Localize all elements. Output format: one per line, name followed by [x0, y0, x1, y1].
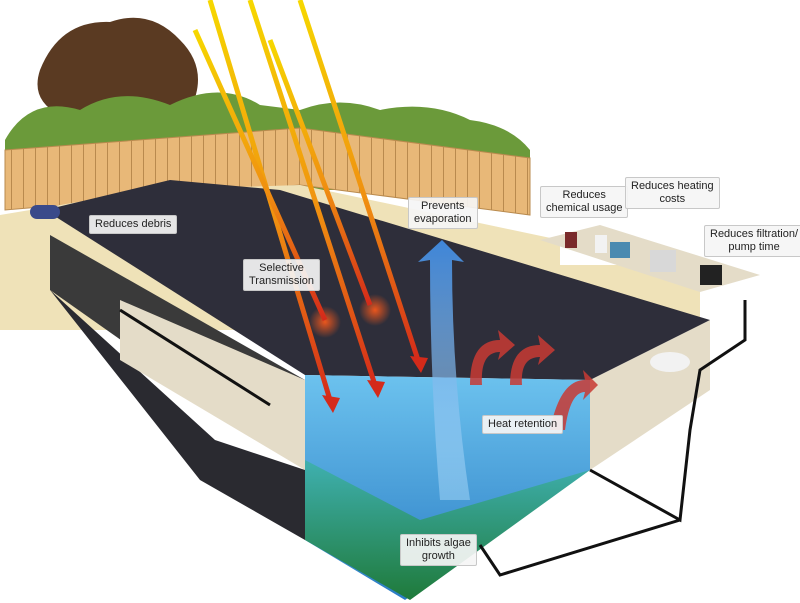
plumbing-pipe-left — [119, 308, 271, 407]
heat-glow — [309, 306, 341, 338]
label-selective-transmission: Selective Transmission — [243, 259, 320, 291]
heater-unit — [650, 250, 676, 272]
label-reduces-debris: Reduces debris — [89, 215, 178, 234]
plumbing-pipe — [478, 300, 747, 577]
pool-floor — [305, 460, 590, 600]
label-heat-retention: Heat retention — [482, 415, 564, 434]
label-prevents-evaporation: Prevents evaporation — [408, 197, 478, 229]
heat-glow — [359, 294, 391, 326]
label-reduces-filtration: Reduces filtration/ pump time — [704, 225, 800, 257]
skimmer — [650, 352, 690, 372]
ray-arrowheads — [322, 356, 428, 413]
chemical-bottle — [565, 232, 577, 248]
tree — [37, 17, 198, 116]
evaporation-arrow — [418, 240, 470, 500]
label-inhibits-algae: Inhibits algae growth — [400, 534, 477, 566]
sun-ray — [267, 39, 373, 306]
pool-left-panel — [120, 300, 305, 470]
chemical-bottle — [595, 235, 607, 253]
pool-cover — [45, 180, 710, 380]
cover-roller — [30, 205, 60, 219]
pool-base-left — [50, 290, 305, 540]
label-reduces-chemical-usage: Reduces chemical usage — [540, 186, 629, 218]
pump-unit — [700, 265, 722, 285]
sun-ray — [247, 0, 378, 386]
sun-ray — [297, 0, 421, 361]
chemical-box — [610, 242, 630, 258]
sun-rays — [192, 0, 421, 401]
label-reduces-heating-costs: Reduces heating costs — [625, 177, 720, 209]
